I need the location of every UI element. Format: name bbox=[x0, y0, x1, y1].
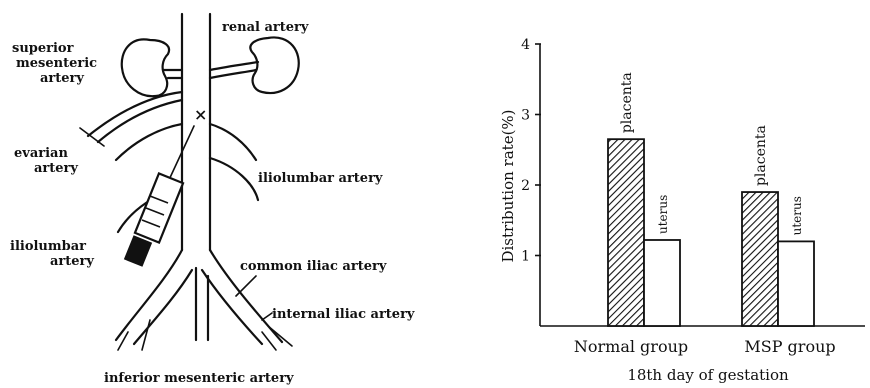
bar-chart: 1 2 3 4 placenta uterus placenta uterus Normal… bbox=[499, 37, 865, 384]
y-axis-label: Distribution rate(%) bbox=[499, 109, 517, 262]
label-iliolumbar-left-2: artery bbox=[50, 254, 94, 269]
internal-iliac-right-1 bbox=[268, 326, 292, 346]
label-superior-mesenteric-3: artery bbox=[40, 71, 84, 86]
ovarian-artery-right bbox=[210, 124, 256, 160]
internal-iliac-left-2 bbox=[142, 320, 150, 350]
renal-artery-right bbox=[210, 62, 258, 70]
bar-label-uterus: uterus bbox=[656, 195, 670, 234]
superior-mesenteric-artery-lower bbox=[98, 100, 182, 142]
label-evarian-2: artery bbox=[34, 161, 78, 176]
syringe-icon bbox=[124, 126, 194, 267]
internal-iliac-pointer bbox=[262, 313, 272, 320]
label-iliolumbar-right: iliolumbar artery bbox=[258, 171, 383, 186]
superior-mesenteric-artery bbox=[88, 92, 182, 136]
renal-artery-right-lower bbox=[210, 70, 256, 78]
bar-placenta-normal bbox=[608, 139, 644, 326]
bar-label-placenta: placenta bbox=[753, 125, 769, 186]
label-superior-mesenteric-1: superior bbox=[12, 41, 74, 56]
category-label: MSP group bbox=[744, 337, 835, 356]
x-axis-label: 18th day of gestation bbox=[627, 366, 789, 384]
category-label: Normal group bbox=[574, 337, 688, 356]
artery-diagram: × superior mesenteric artery bbox=[10, 14, 415, 386]
bar-uterus-msp bbox=[778, 241, 814, 326]
y-ticks: 1 2 3 4 bbox=[521, 37, 541, 265]
internal-iliac-right-2 bbox=[262, 332, 276, 350]
iliolumbar-artery-right bbox=[210, 158, 258, 200]
label-inferior-mesenteric: inferior mesenteric artery bbox=[104, 371, 294, 386]
label-renal-artery: renal artery bbox=[222, 20, 309, 35]
label-internal-iliac: internal iliac artery bbox=[272, 307, 415, 322]
right-kidney bbox=[250, 37, 298, 93]
y-tick-label: 1 bbox=[521, 249, 530, 265]
label-evarian-1: evarian bbox=[14, 146, 68, 161]
label-iliolumbar-left-1: iliolumbar bbox=[10, 239, 86, 254]
left-kidney bbox=[122, 39, 169, 96]
ovarian-artery-left bbox=[116, 124, 182, 160]
y-tick-label: 3 bbox=[521, 108, 530, 124]
bar-label-placenta: placenta bbox=[619, 72, 635, 133]
bar-uterus-normal bbox=[644, 240, 680, 326]
category-labels: Normal group MSP group bbox=[574, 337, 836, 356]
label-superior-mesenteric-2: mesenteric bbox=[16, 56, 97, 71]
common-iliac-pointer bbox=[236, 276, 256, 296]
superior-mesenteric-tip bbox=[80, 128, 104, 146]
bar-placenta-msp bbox=[742, 192, 778, 326]
y-tick-label: 4 bbox=[521, 37, 530, 53]
y-tick-label: 2 bbox=[521, 178, 530, 194]
bar-label-uterus: uterus bbox=[790, 196, 804, 235]
label-common-iliac: common iliac artery bbox=[240, 259, 387, 274]
ligation-mark: × bbox=[194, 105, 207, 124]
bars bbox=[608, 139, 814, 326]
